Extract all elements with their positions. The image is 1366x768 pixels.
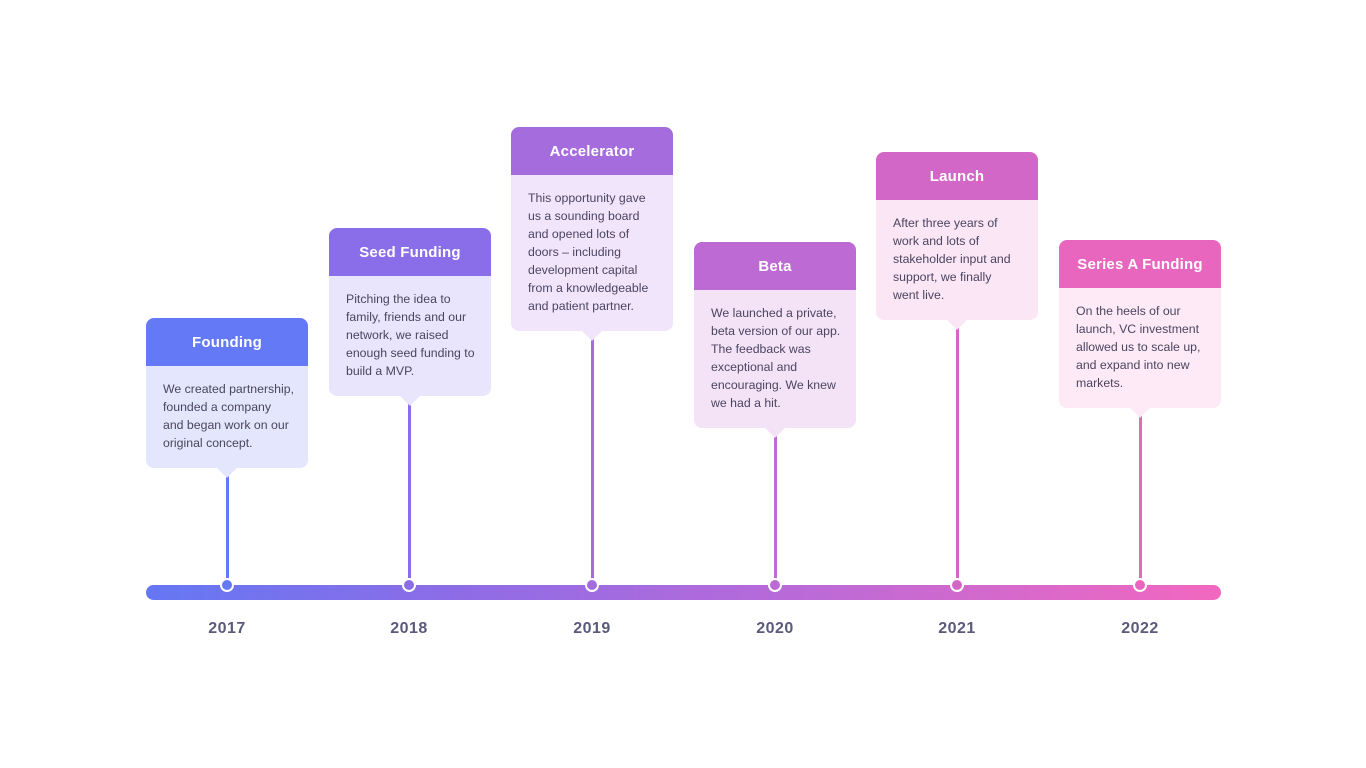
connector-line (955, 327, 959, 585)
milestone-description: We launched a private, beta version of o… (694, 290, 856, 428)
milestone-title: Series A Funding (1059, 240, 1221, 288)
milestone-year: 2022 (1121, 620, 1159, 637)
milestone-title: Launch (876, 152, 1038, 200)
connector-line (590, 338, 594, 585)
timeline-dot (949, 577, 964, 592)
milestone-card: Launch After three years of work and lot… (876, 152, 1038, 330)
milestone-card: Accelerator This opportunity gave us a s… (511, 127, 673, 341)
milestone-card: Series A Funding On the heels of our lau… (1059, 240, 1221, 418)
milestone-title: Seed Funding (329, 228, 491, 276)
milestone-year: 2018 (390, 620, 428, 637)
milestone-year: 2020 (756, 620, 794, 637)
milestone-year: 2017 (208, 620, 246, 637)
connector-line (225, 475, 229, 585)
milestone-title: Founding (146, 318, 308, 366)
milestone-description: After three years of work and lots of st… (876, 200, 1038, 320)
milestone-description: This opportunity gave us a sounding boar… (511, 175, 673, 331)
milestone-description: We created partnership, founded a compan… (146, 366, 308, 468)
timeline-dot (219, 577, 234, 592)
connector-line (1138, 415, 1142, 585)
milestone-year: 2021 (938, 620, 976, 637)
timeline-dot (1132, 577, 1147, 592)
milestone-card: Seed Funding Pitching the idea to family… (329, 228, 491, 406)
milestone-year: 2019 (573, 620, 611, 637)
milestone-title: Accelerator (511, 127, 673, 175)
milestone-description: On the heels of our launch, VC investmen… (1059, 288, 1221, 408)
timeline-dot (401, 577, 416, 592)
timeline-dot (767, 577, 782, 592)
timeline-bar (146, 585, 1221, 600)
connector-line (773, 435, 777, 585)
timeline-dot (584, 577, 599, 592)
milestone-title: Beta (694, 242, 856, 290)
milestone-description: Pitching the idea to family, friends and… (329, 276, 491, 396)
milestone-card: Beta We launched a private, beta version… (694, 242, 856, 438)
milestone-card: Founding We created partnership, founded… (146, 318, 308, 478)
connector-line (407, 403, 411, 585)
